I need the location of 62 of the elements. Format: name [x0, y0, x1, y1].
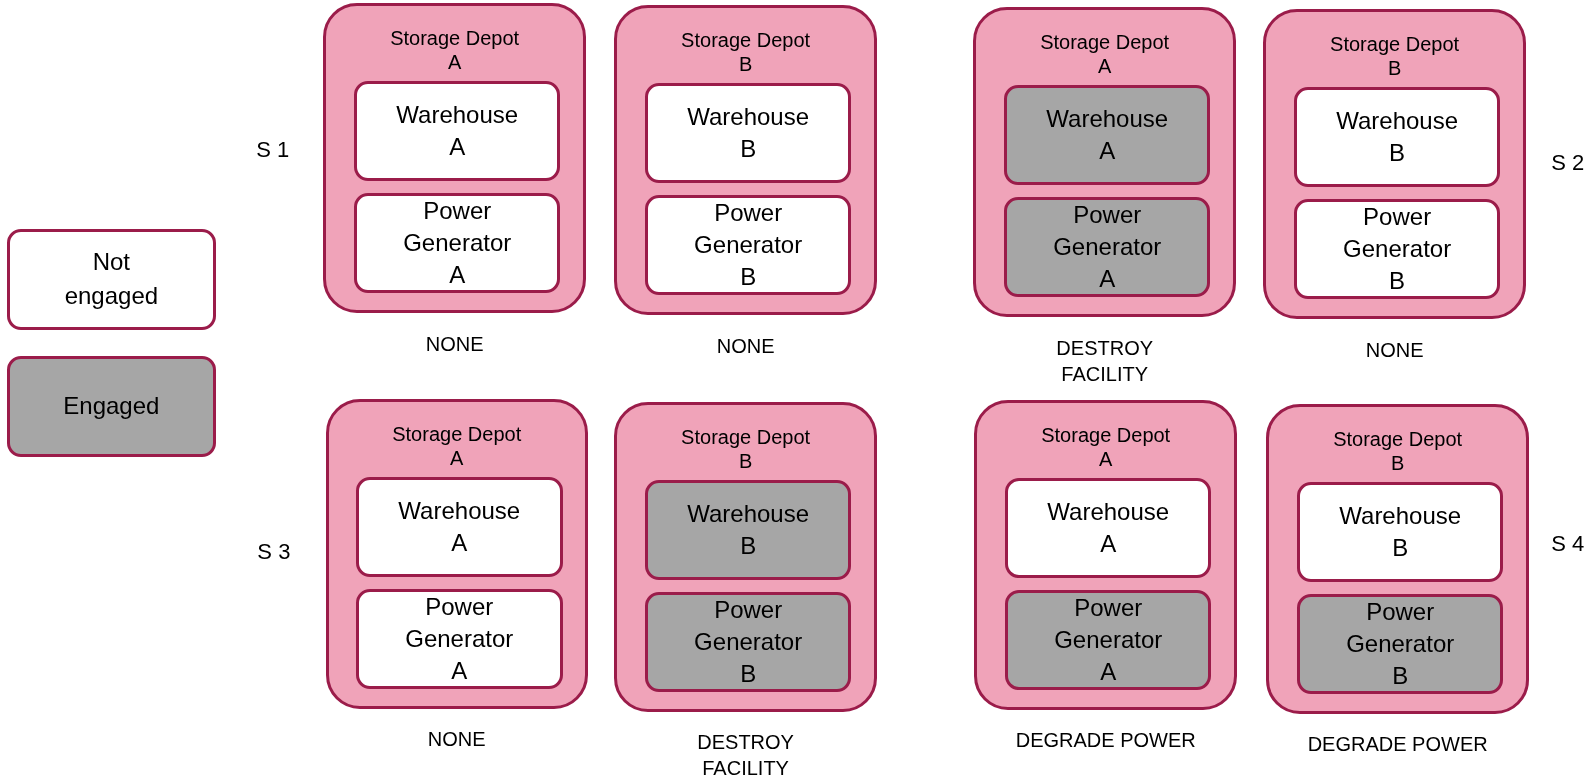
- facility-box: [644, 83, 852, 184]
- depot-title: Storage Depot A: [391, 421, 523, 470]
- facility-label: Power Generator A: [404, 591, 515, 686]
- status-caption: NONE: [426, 727, 487, 753]
- facility-box: [354, 193, 561, 293]
- status-caption: NONE: [715, 333, 776, 359]
- status-caption: DEGRADE POWER: [1306, 732, 1489, 758]
- facility-label: Power Generator B: [1345, 596, 1456, 691]
- depot-box: [325, 398, 588, 709]
- scenario-label: S 1: [256, 137, 290, 164]
- legend-text: Not engaged: [63, 247, 160, 312]
- depot-title: Storage Depot B: [1332, 426, 1464, 475]
- facility-label: Power Generator B: [1342, 202, 1453, 297]
- facility-label: Warehouse B: [1338, 501, 1463, 563]
- facility-box: [1296, 594, 1504, 694]
- facility-label: Power Generator A: [1053, 592, 1164, 687]
- scenario-label: S 3: [257, 539, 291, 566]
- status-caption: DEGRADE POWER: [1014, 728, 1197, 754]
- facility-box: [1004, 197, 1211, 297]
- facility-label: Warehouse A: [397, 495, 522, 558]
- facility-box: [1293, 199, 1501, 300]
- facility-label: Power Generator B: [693, 594, 804, 689]
- facility-label: Power Generator B: [693, 198, 804, 293]
- depot-box: [973, 7, 1236, 318]
- depot-title: Storage Depot A: [1039, 30, 1171, 79]
- facility-label: Warehouse A: [1045, 104, 1170, 167]
- facility-box: [1296, 482, 1504, 582]
- legend-text: Engaged: [62, 391, 161, 422]
- depot-title: Storage Depot B: [1329, 32, 1461, 81]
- facility-box: [354, 81, 561, 182]
- facility-box: [644, 195, 852, 295]
- facility-box: [356, 588, 563, 689]
- depot-box: [614, 401, 877, 713]
- status-caption: NONE: [1364, 337, 1425, 363]
- depot-title: Storage Depot B: [680, 28, 812, 77]
- facility-box: [1293, 87, 1501, 188]
- depot-box: [614, 5, 877, 316]
- status-caption: DESTROY FACILITY: [696, 730, 795, 780]
- facility-label: Power Generator A: [402, 196, 513, 291]
- facility-box: [644, 480, 852, 580]
- facility-box: [644, 592, 852, 692]
- scenario-label: S 4: [1551, 531, 1585, 557]
- facility-box: [1005, 478, 1212, 578]
- status-caption: DESTROY FACILITY: [1055, 335, 1155, 387]
- status-caption: NONE: [424, 331, 485, 357]
- depot-title: Storage Depot B: [680, 424, 812, 473]
- depot-box: [974, 399, 1237, 710]
- facility-label: Power Generator A: [1052, 200, 1163, 295]
- depot-title: Storage Depot A: [389, 26, 521, 75]
- facility-label: Warehouse A: [1046, 496, 1171, 559]
- facility-box: [1005, 590, 1212, 690]
- scenario-label: S 2: [1551, 149, 1585, 176]
- facility-label: Warehouse A: [395, 100, 520, 163]
- facility-box: [356, 477, 563, 577]
- depot-title: Storage Depot A: [1040, 422, 1172, 471]
- facility-box: [1004, 85, 1211, 186]
- depot-box: [1263, 9, 1526, 320]
- facility-label: Warehouse B: [1335, 106, 1460, 169]
- depot-box: [323, 3, 586, 314]
- depot-box: [1266, 403, 1529, 715]
- facility-label: Warehouse B: [686, 498, 811, 561]
- facility-label: Warehouse B: [686, 102, 811, 165]
